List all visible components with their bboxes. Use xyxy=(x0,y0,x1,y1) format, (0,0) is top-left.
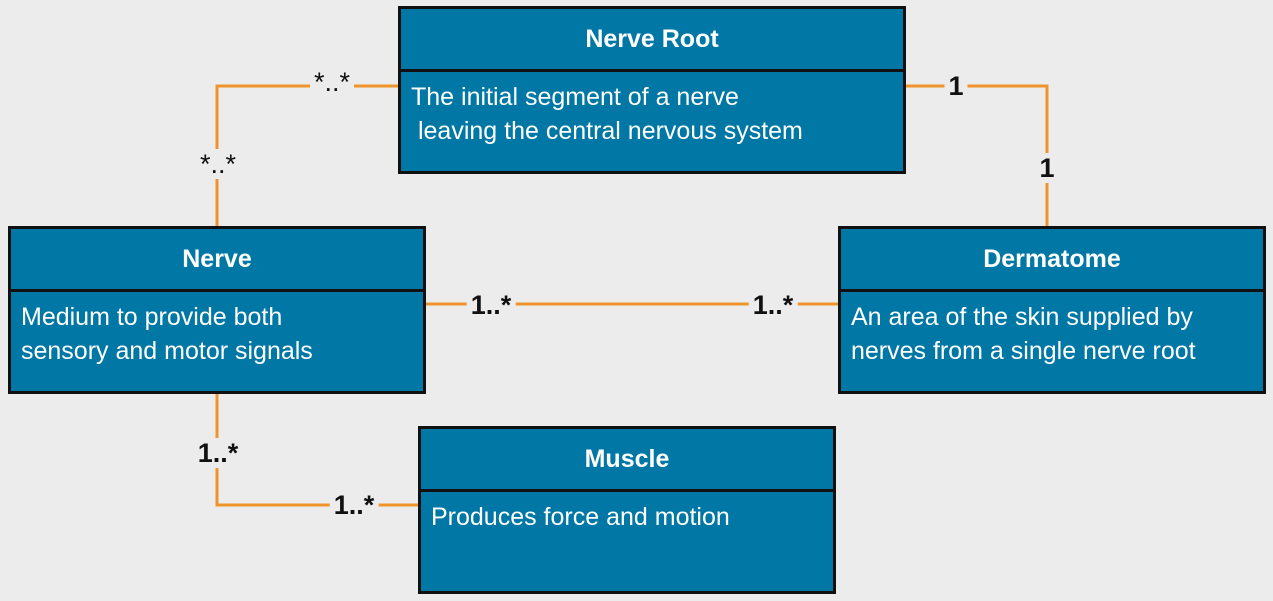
connector-nerve-muscle xyxy=(215,392,418,507)
connector-root-dermatome xyxy=(905,84,1049,228)
multiplicity-nerve-to-muscle-muscle-end: 1..* xyxy=(329,490,379,520)
entity-nerve[interactable]: Nerve Medium to provide both sensory and… xyxy=(8,226,426,394)
entity-dermatome[interactable]: Dermatome An area of the skin supplied b… xyxy=(838,226,1266,394)
multiplicity-root-to-dermatome-root-end: 1 xyxy=(944,71,968,101)
multiplicity-root-to-nerve-root-end: *..* xyxy=(309,67,355,97)
entity-description: Produces force and motion xyxy=(431,503,730,531)
entity-title: Dermatome xyxy=(841,229,1263,292)
multiplicity-nerve-to-muscle-nerve-end: 1..* xyxy=(193,438,243,468)
entity-nerve-root[interactable]: Nerve Root The initial segment of a nerv… xyxy=(398,6,906,174)
multiplicity-nerve-to-dermatome-dermatome-end: 1..* xyxy=(748,290,798,320)
entity-title: Nerve xyxy=(11,229,423,292)
entity-title: Muscle xyxy=(421,429,833,492)
connector-root-nerve xyxy=(215,84,398,228)
entity-title: Nerve Root xyxy=(401,9,903,72)
entity-description: The initial segment of a nerve leaving t… xyxy=(411,83,803,145)
multiplicity-root-to-nerve-nerve-end: *..* xyxy=(195,149,241,179)
entity-description: An area of the skin supplied by nerves f… xyxy=(851,303,1196,365)
entity-muscle[interactable]: Muscle Produces force and motion xyxy=(418,426,836,594)
entity-description: Medium to provide both sensory and motor… xyxy=(21,303,313,365)
multiplicity-nerve-to-dermatome-nerve-end: 1..* xyxy=(466,290,516,320)
multiplicity-root-to-dermatome-dermatome-end: 1 xyxy=(1035,153,1059,183)
